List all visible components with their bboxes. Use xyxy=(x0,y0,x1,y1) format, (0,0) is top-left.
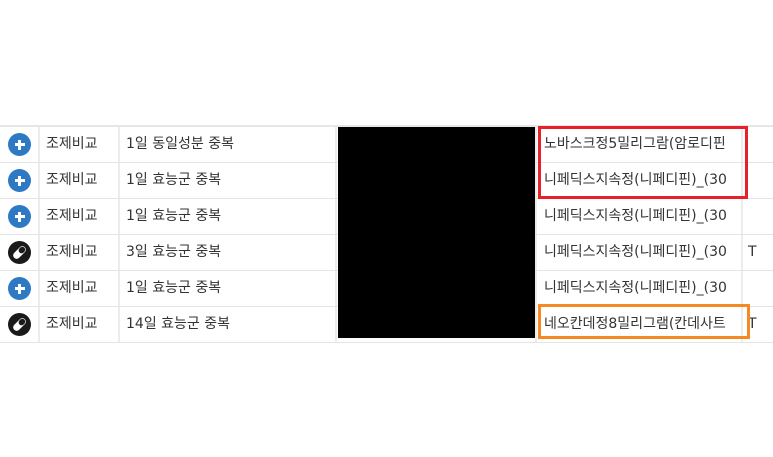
row-icon-cell xyxy=(0,271,40,306)
drug-name-cell: 니페딕스지속정(니페디핀)_(30 xyxy=(537,235,743,270)
row-icon-cell xyxy=(0,235,40,270)
description-cell: 1일 동일성분 중복 xyxy=(120,127,337,162)
description-cell: 1일 효능군 중복 xyxy=(120,199,337,234)
hidden-cell xyxy=(337,127,537,162)
highlight-box-orange xyxy=(538,304,750,339)
extra-cell: T xyxy=(748,316,757,332)
description-cell: 14일 효능군 중복 xyxy=(120,307,337,342)
plus-circle-icon[interactable] xyxy=(8,133,31,156)
check-type-cell: 조제비교 xyxy=(40,307,120,342)
pill-icon[interactable] xyxy=(8,313,31,336)
pill-icon[interactable] xyxy=(8,241,31,264)
extra-cell xyxy=(743,271,773,306)
hidden-cell xyxy=(337,163,537,198)
drug-name-cell: 니페딕스지속정(니페디핀)_(30 xyxy=(537,163,743,198)
drug-name-cell: 니페딕스지속정(니페디핀)_(30 xyxy=(537,199,743,234)
description-cell: 1일 효능군 중복 xyxy=(120,271,337,306)
check-type-cell: 조제비교 xyxy=(40,271,120,306)
description-cell: 1일 효능군 중복 xyxy=(120,163,337,198)
hidden-cell xyxy=(337,307,537,342)
table-row[interactable]: 조제비교 14일 효능군 중복 네오칸데정8밀리그램(칸데사트 T xyxy=(0,307,773,343)
hidden-cell xyxy=(337,235,537,270)
extra-cell xyxy=(743,199,773,234)
plus-circle-icon[interactable] xyxy=(8,205,31,228)
row-icon-cell xyxy=(0,163,40,198)
drug-name-cell: 니페딕스지속정(니페디핀)_(30 xyxy=(537,271,743,306)
row-icon-cell xyxy=(0,307,40,342)
plus-circle-icon[interactable] xyxy=(8,169,31,192)
drug-name-cell: 노바스크정5밀리그람(암로디핀 xyxy=(537,127,743,162)
drug-name-cell: 네오칸데정8밀리그램(칸데사트 xyxy=(537,307,743,342)
highlight-box-red xyxy=(538,126,748,199)
check-type-cell: 조제비교 xyxy=(40,163,120,198)
hidden-cell xyxy=(337,199,537,234)
plus-circle-icon[interactable] xyxy=(8,277,31,300)
table-row[interactable]: 조제비교 1일 효능군 중복 니페딕스지속정(니페디핀)_(30 xyxy=(0,199,773,235)
redacted-region xyxy=(338,127,535,338)
check-type-cell: 조제비교 xyxy=(40,235,120,270)
description-cell: 3일 효능군 중복 xyxy=(120,235,337,270)
duplication-table: 조제비교 1일 동일성분 중복 노바스크정5밀리그람(암로디핀 조제비교 1일 … xyxy=(0,125,773,343)
row-icon-cell xyxy=(0,127,40,162)
extra-cell: T xyxy=(748,244,757,260)
hidden-cell xyxy=(337,271,537,306)
check-type-cell: 조제비교 xyxy=(40,127,120,162)
check-type-cell: 조제비교 xyxy=(40,199,120,234)
row-icon-cell xyxy=(0,199,40,234)
